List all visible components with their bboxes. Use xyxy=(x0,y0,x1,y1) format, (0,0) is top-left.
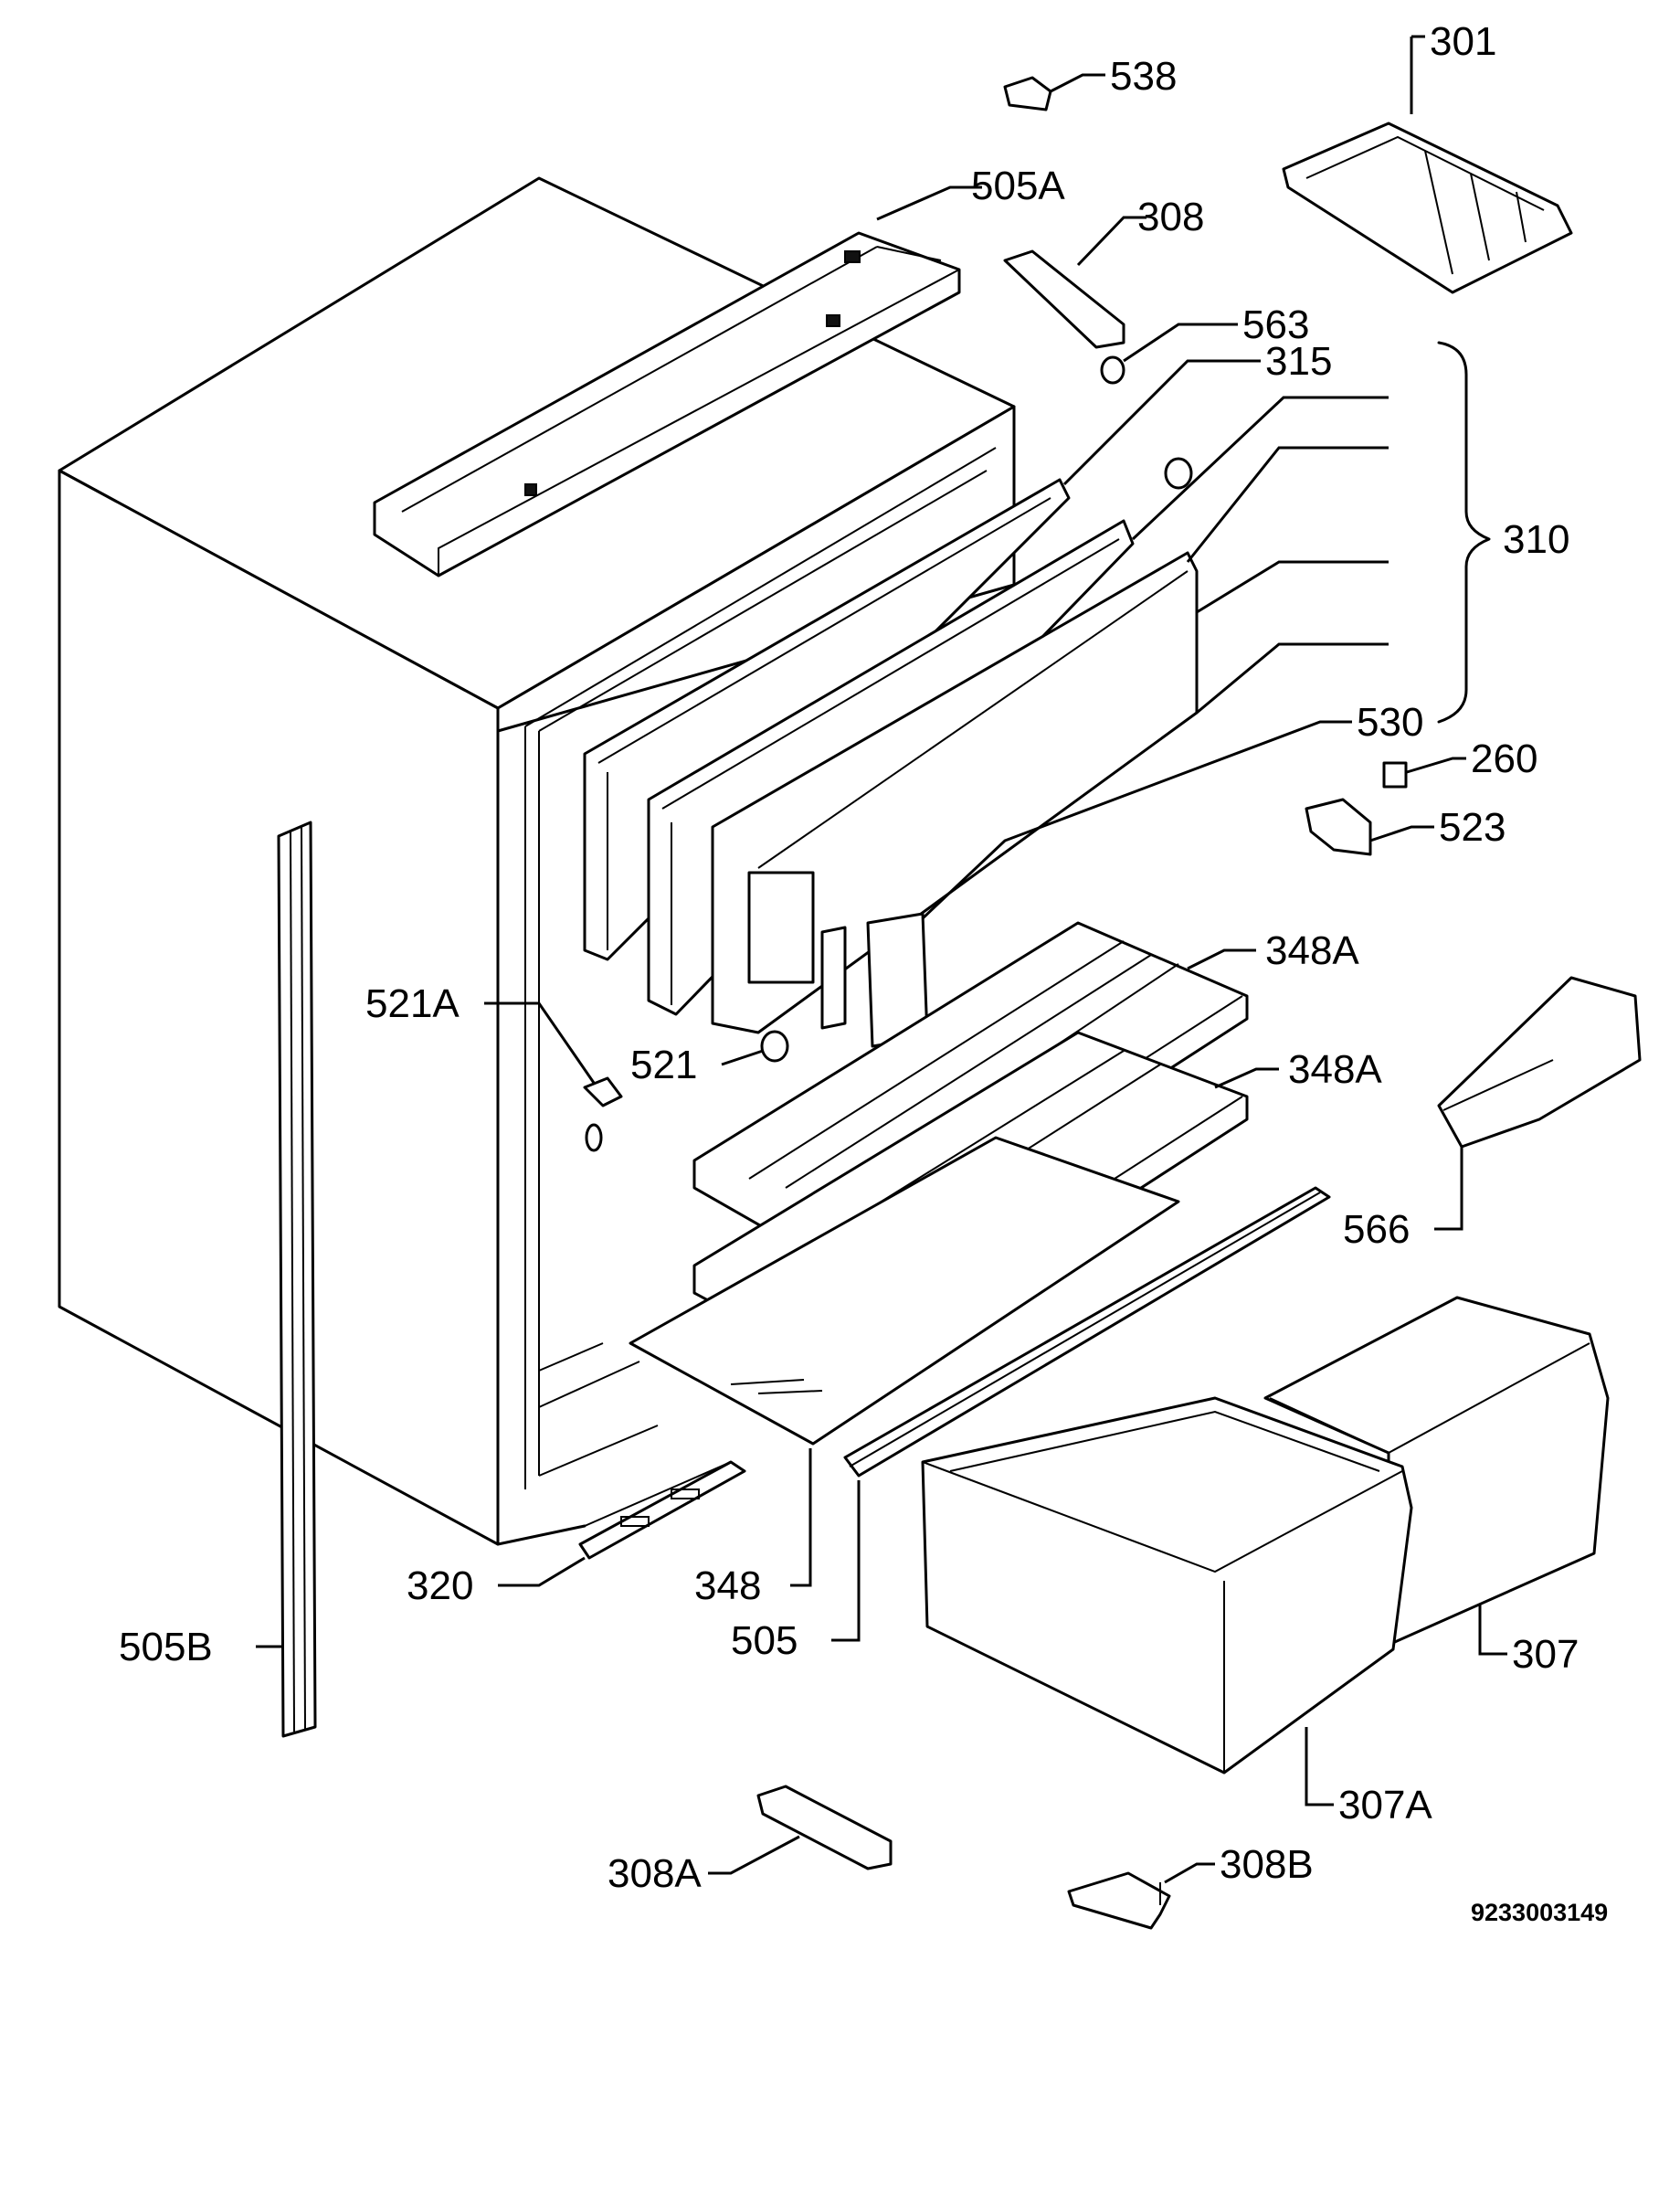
part-308b-hinge xyxy=(1067,1871,1171,1930)
part-320-rail xyxy=(578,1460,746,1560)
part-505a-top-rail xyxy=(373,231,961,577)
label-563: 563 xyxy=(1242,302,1309,347)
part-563-screw xyxy=(1100,355,1125,385)
label-521a: 521A xyxy=(365,981,460,1026)
part-523-button xyxy=(1305,798,1372,856)
part-538-bracket xyxy=(1003,76,1052,111)
ice-tray-301 xyxy=(1282,122,1573,294)
glass-shelf-348 xyxy=(629,1136,1180,1446)
label-308: 308 xyxy=(1137,195,1204,239)
label-308b: 308B xyxy=(1220,1842,1314,1887)
label-260: 260 xyxy=(1471,736,1537,781)
part-308a-hinge xyxy=(756,1785,893,1870)
part-labels: 301 538 505A 308 563 315 310 530 260 523… xyxy=(119,19,1608,1926)
label-521: 521 xyxy=(630,1043,697,1087)
part-521-cap xyxy=(760,1030,789,1063)
label-307a: 307A xyxy=(1338,1783,1432,1828)
label-320: 320 xyxy=(407,1563,473,1608)
part-521a-catch xyxy=(583,1076,623,1152)
label-505: 505 xyxy=(731,1618,798,1663)
label-505a: 505A xyxy=(971,164,1065,208)
label-301: 301 xyxy=(1430,19,1496,64)
label-523: 523 xyxy=(1439,805,1506,850)
leader-lines xyxy=(256,35,1507,1884)
label-566: 566 xyxy=(1343,1207,1410,1252)
brace-310 xyxy=(1437,341,1491,724)
part-505-front-strip xyxy=(843,1186,1331,1478)
part-260-clip xyxy=(1382,761,1408,789)
part-308-hinge xyxy=(1003,249,1125,349)
label-315: 315 xyxy=(1265,339,1332,384)
label-348a-lower: 348A xyxy=(1288,1047,1382,1092)
label-348: 348 xyxy=(694,1563,761,1608)
part-315-pin xyxy=(1164,457,1193,490)
label-308a: 308A xyxy=(608,1851,702,1896)
ice-scoop-566 xyxy=(1437,976,1642,1149)
label-310: 310 xyxy=(1503,517,1569,562)
label-538: 538 xyxy=(1110,54,1177,99)
drawer-307a xyxy=(921,1396,1413,1775)
door-frames xyxy=(583,478,1199,1048)
label-307: 307 xyxy=(1512,1632,1579,1677)
label-348a-upper: 348A xyxy=(1265,928,1359,973)
label-530: 530 xyxy=(1357,700,1423,745)
label-505b: 505B xyxy=(119,1625,213,1669)
drawing-code: 9233003149 xyxy=(1471,1899,1608,1926)
part-505b-side-strip xyxy=(277,821,317,1738)
